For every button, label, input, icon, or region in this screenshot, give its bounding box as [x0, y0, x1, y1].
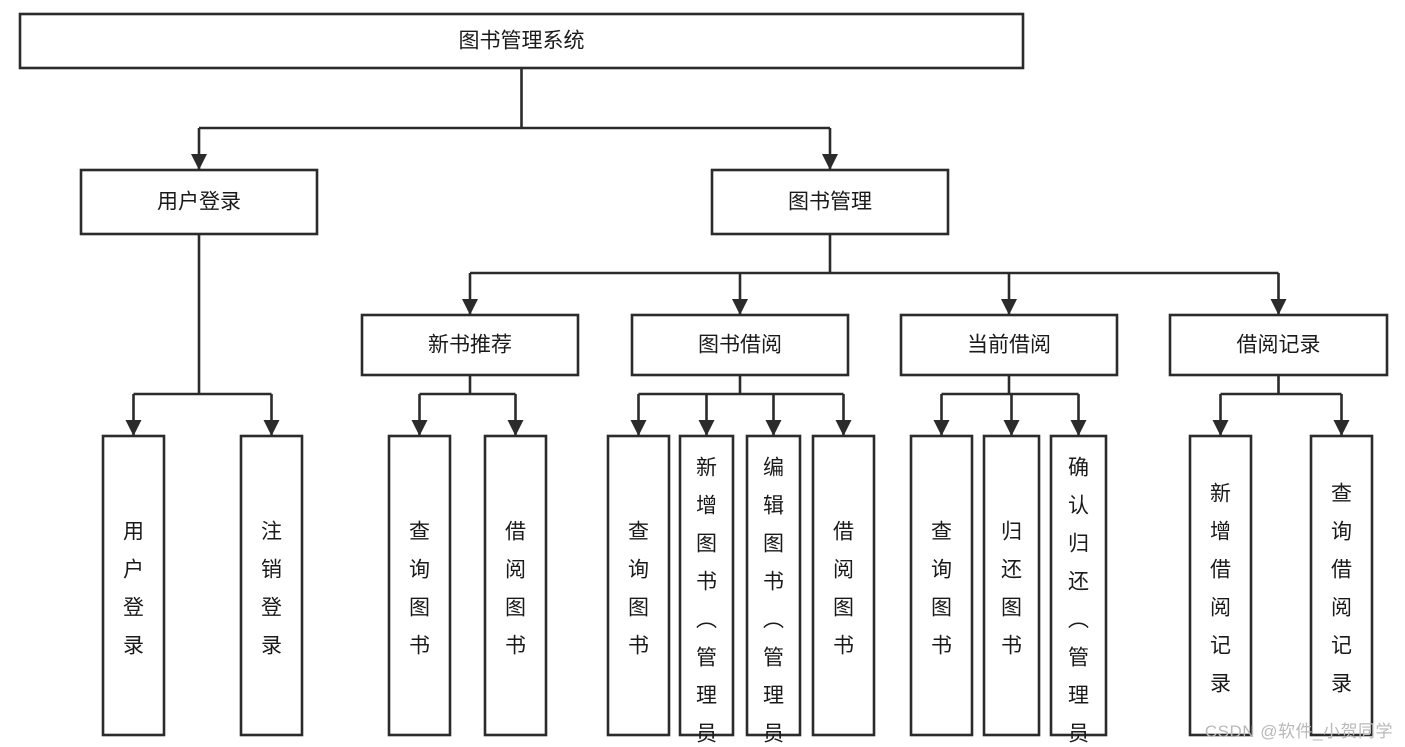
node-box-leaf-user-login: [101, 434, 166, 737]
arrow-head: [1212, 420, 1229, 436]
arrow-head: [732, 299, 748, 315]
node-box-leaf-logout: [239, 434, 304, 737]
node-label-leaf-borrow-book: 借阅图书: [833, 520, 854, 657]
arrow-head: [1001, 299, 1017, 315]
node-box-leaf-query-book-rec: [387, 434, 452, 737]
node-box-leaf-edit-book: [745, 434, 802, 737]
node-root[interactable]: 图书管理系统: [18, 12, 1025, 70]
node-leaf-logout[interactable]: 注销登录: [239, 434, 304, 737]
node-leaf-borrow-book-rec[interactable]: 借阅图书: [483, 434, 548, 737]
edges-layer: [125, 68, 1350, 436]
edge-group-root: [191, 68, 838, 170]
node-label-leaf-add-book: 新增图书︵管理员︶: [696, 457, 717, 747]
node-leaf-borrow-book[interactable]: 借阅图书: [811, 434, 876, 737]
node-box-leaf-add-book: [678, 434, 735, 737]
node-box-user-login: [79, 168, 319, 236]
node-box-leaf-borrow-book-rec: [483, 434, 548, 737]
edge-group-book-manage: [462, 234, 1287, 315]
node-label-new-book-rec: 新书推荐: [428, 334, 512, 357]
node-label-borrow-record: 借阅记录: [1237, 334, 1321, 357]
edge-group-borrow-record: [1212, 375, 1350, 436]
node-leaf-return-book[interactable]: 归还图书: [982, 434, 1041, 737]
node-label-leaf-edit-book: 编辑图书︵管理员︶: [763, 457, 784, 747]
arrow-head: [1070, 420, 1087, 436]
node-label-leaf-confirm-return: 确认归还︵管理员︶: [1068, 457, 1089, 747]
node-box-leaf-query-book-borrow: [606, 434, 671, 737]
node-box-new-book-rec: [360, 313, 580, 377]
node-label-leaf-query-book-rec: 查询图书: [409, 520, 430, 657]
node-leaf-query-book-borrow[interactable]: 查询图书: [606, 434, 671, 737]
arrow-head: [630, 420, 647, 436]
arrow-head: [191, 154, 207, 170]
node-leaf-query-book-cur[interactable]: 查询图书: [909, 434, 974, 737]
node-label-leaf-query-book-cur: 查询图书: [931, 520, 952, 657]
node-borrow-record[interactable]: 借阅记录: [1168, 313, 1389, 377]
arrow-head: [1003, 420, 1020, 436]
node-box-current-borrow: [899, 313, 1119, 377]
node-label-leaf-add-record: 新增借阅记录: [1210, 482, 1231, 695]
edge-group-new-book-rec: [411, 375, 524, 436]
arrow-head: [1270, 299, 1287, 315]
nodes-layer: 图书管理系统用户登录图书管理新书推荐图书借阅当前借阅借阅记录用户登录注销登录查询…: [18, 12, 1389, 747]
arrow-head: [507, 420, 524, 436]
arrow-head: [933, 420, 950, 436]
node-box-book-manage: [710, 168, 950, 236]
node-label-current-borrow: 当前借阅: [967, 334, 1051, 357]
node-book-manage[interactable]: 图书管理: [710, 168, 950, 236]
arrow-head: [263, 420, 280, 436]
node-label-leaf-user-login: 用户登录: [123, 520, 144, 657]
arrow-head: [462, 299, 478, 315]
edge-group-user-login: [125, 234, 280, 436]
node-leaf-user-login[interactable]: 用户登录: [101, 434, 166, 737]
arrow-head: [698, 420, 715, 436]
node-label-leaf-return-book: 归还图书: [1001, 520, 1022, 657]
node-new-book-rec[interactable]: 新书推荐: [360, 313, 580, 377]
node-box-leaf-confirm-return: [1049, 434, 1108, 737]
node-box-leaf-return-book: [982, 434, 1041, 737]
node-current-borrow[interactable]: 当前借阅: [899, 313, 1119, 377]
edge-group-current-borrow: [933, 375, 1087, 436]
edge-group-book-borrow: [630, 375, 852, 436]
node-user-login[interactable]: 用户登录: [79, 168, 319, 236]
node-label-leaf-query-record: 查询借阅记录: [1331, 482, 1352, 695]
node-leaf-add-book[interactable]: 新增图书︵管理员︶: [678, 434, 735, 747]
node-box-leaf-borrow-book: [811, 434, 876, 737]
node-label-leaf-borrow-book-rec: 借阅图书: [505, 520, 526, 657]
arrow-head: [1333, 420, 1350, 436]
node-leaf-query-record[interactable]: 查询借阅记录: [1309, 434, 1374, 737]
node-box-leaf-query-book-cur: [909, 434, 974, 737]
node-label-user-login: 用户登录: [157, 191, 241, 214]
node-label-root: 图书管理系统: [459, 30, 585, 53]
node-leaf-add-record[interactable]: 新增借阅记录: [1188, 434, 1253, 737]
arrow-head: [765, 420, 782, 436]
node-label-leaf-query-book-borrow: 查询图书: [628, 520, 649, 657]
arrow-head: [411, 420, 428, 436]
node-box-leaf-add-record: [1188, 434, 1253, 737]
node-label-book-manage: 图书管理: [788, 191, 872, 214]
node-leaf-confirm-return[interactable]: 确认归还︵管理员︶: [1049, 434, 1108, 747]
node-box-borrow-record: [1168, 313, 1389, 377]
node-label-book-borrow: 图书借阅: [698, 334, 782, 357]
node-label-leaf-logout: 注销登录: [261, 520, 282, 657]
node-book-borrow[interactable]: 图书借阅: [630, 313, 850, 377]
arrow-head: [125, 420, 142, 436]
node-box-leaf-query-record: [1309, 434, 1374, 737]
node-leaf-edit-book[interactable]: 编辑图书︵管理员︶: [745, 434, 802, 747]
node-box-root: [18, 12, 1025, 70]
node-leaf-query-book-rec[interactable]: 查询图书: [387, 434, 452, 737]
arrow-head: [822, 154, 838, 170]
arrow-head: [835, 420, 852, 436]
watermark-label: CSDN @软件_小贺同学: [1204, 722, 1393, 741]
node-box-book-borrow: [630, 313, 850, 377]
